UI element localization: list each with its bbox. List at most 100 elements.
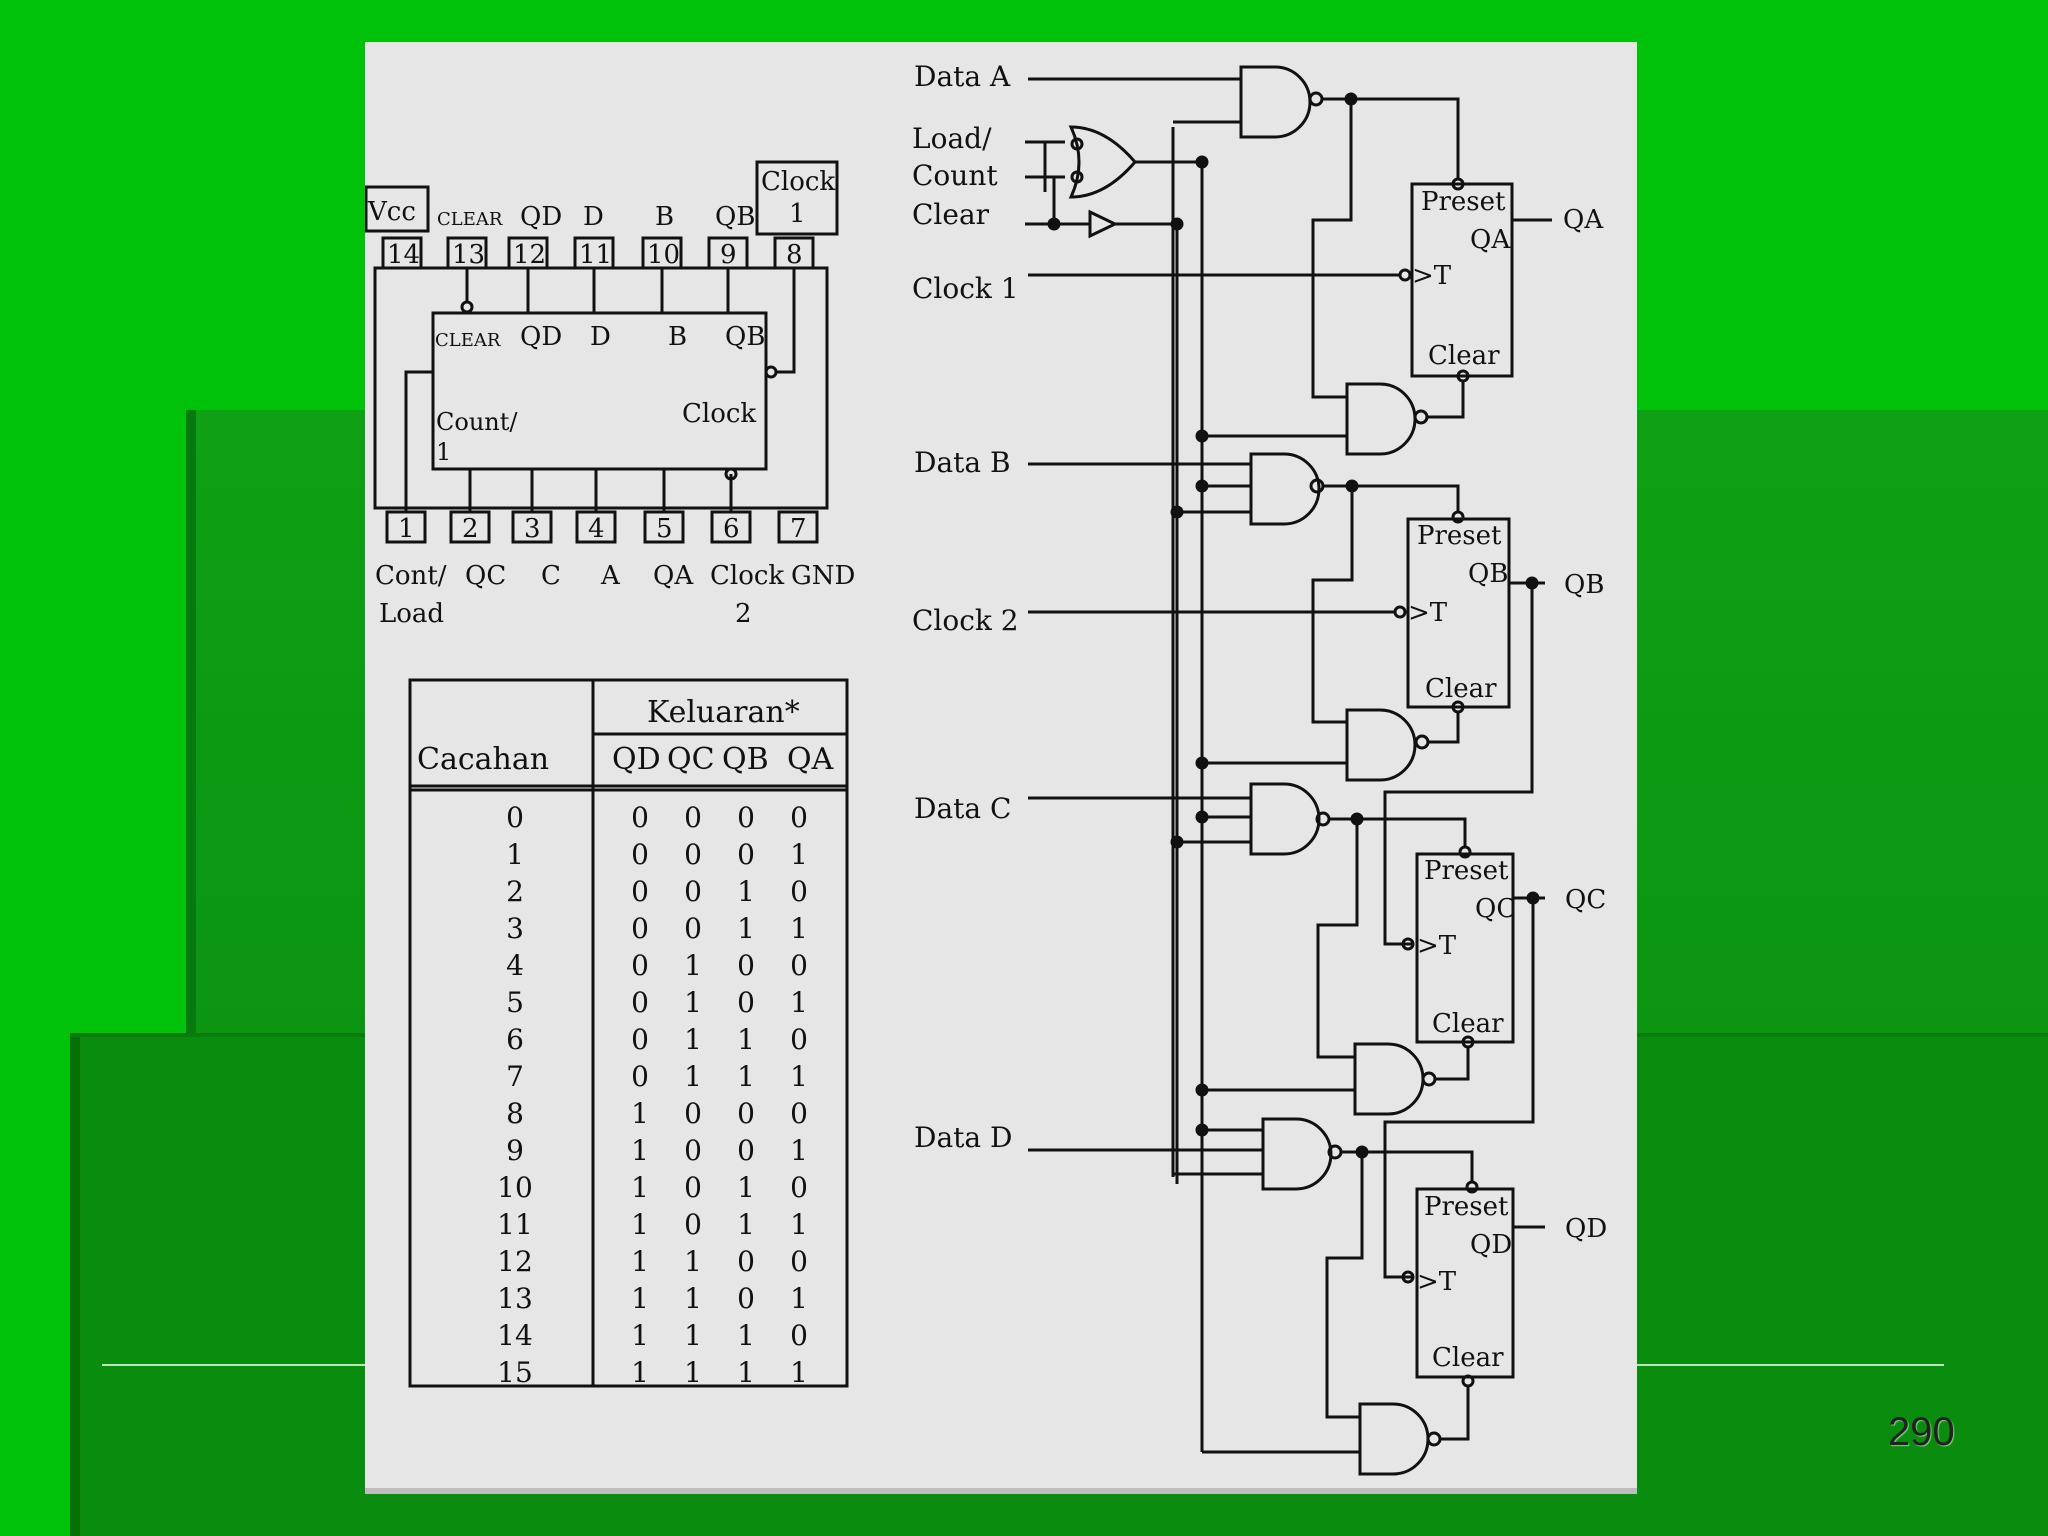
ff-d-q: QD — [1470, 1230, 1512, 1260]
table-cell-output: 1 — [684, 1356, 702, 1389]
table-cell-output: 0 — [737, 1245, 755, 1278]
diagram-svg: Vcc Clock 1 14 13 12 11 10 9 8 1 2 3 4 5… — [365, 60, 1607, 1476]
ff-b-q: QB — [1468, 559, 1508, 589]
table-cell-output: 0 — [684, 875, 702, 908]
table-cell-output: 1 — [737, 1319, 755, 1352]
input-data-c: Data C — [914, 792, 1011, 825]
table-cell-output: 0 — [684, 1097, 702, 1130]
table-cell-output: 0 — [631, 838, 649, 871]
ic-inner-d: D — [590, 322, 611, 352]
table-header-qc: QC — [667, 742, 715, 777]
ic-inner-clear: CLEAR — [435, 330, 501, 351]
diagram-panel: Vcc Clock 1 14 13 12 11 10 9 8 1 2 3 4 5… — [365, 42, 1637, 1488]
input-count: Count — [912, 159, 998, 192]
table-cell-output: 1 — [737, 1356, 755, 1389]
table-cell-output: 0 — [737, 1097, 755, 1130]
ff-a-output: QA — [1563, 205, 1604, 235]
ic-bottom-qc: QC — [465, 561, 506, 591]
table-cell-count: 12 — [497, 1245, 533, 1278]
table-cell-output: 1 — [631, 1208, 649, 1241]
table-header-qb: QB — [722, 742, 769, 777]
input-data-d: Data D — [914, 1121, 1012, 1154]
ic-top-d: D — [583, 202, 604, 232]
table-cell-output: 0 — [684, 1171, 702, 1204]
background-band-edge — [186, 410, 196, 1536]
clear-buffer — [1088, 209, 1119, 239]
table-cell-output: 0 — [631, 1060, 649, 1093]
table-cell-output: 0 — [790, 1171, 808, 1204]
table-cell-output: 1 — [631, 1134, 649, 1167]
ff-c-q: QC — [1475, 894, 1516, 924]
ic-inner-qd: QD — [520, 322, 562, 352]
table-cell-output: 1 — [737, 1060, 755, 1093]
nand-gates — [1239, 65, 1442, 1476]
ff-b-t: >T — [1408, 598, 1448, 628]
table-cell-output: 1 — [631, 1171, 649, 1204]
pin-14: 14 — [387, 240, 420, 270]
ff-c-clear: Clear — [1432, 1009, 1504, 1039]
ic-clock1-label: Clock — [761, 167, 835, 197]
table-cell-output: 1 — [790, 1060, 808, 1093]
ic-top-qd: QD — [520, 202, 562, 232]
table-cell-output: 0 — [790, 1097, 808, 1130]
pin-10: 10 — [647, 240, 680, 270]
pin-6: 6 — [723, 514, 740, 544]
ff-a-preset: Preset — [1421, 187, 1506, 217]
ff-b-clear: Clear — [1425, 674, 1497, 704]
table-header-qd: QD — [612, 742, 661, 777]
table-cell-output: 0 — [790, 801, 808, 834]
table-cell-output: 0 — [631, 949, 649, 982]
pin-13: 13 — [452, 240, 485, 270]
ic-bottom-contload: Cont/ — [375, 561, 447, 591]
count-table-grid — [408, 678, 849, 1388]
ff-d-clear: Clear — [1432, 1343, 1504, 1373]
table-cell-output: 0 — [684, 1208, 702, 1241]
table-cell-count: 6 — [506, 1023, 524, 1056]
table-cell-count: 11 — [497, 1208, 533, 1241]
input-clock2: Clock 2 — [912, 604, 1019, 637]
background-lower-band-edge — [70, 1035, 80, 1536]
ic-inner-count-sub: 1 — [436, 438, 451, 466]
table-cell-count: 1 — [506, 838, 524, 871]
table-cell-output: 1 — [684, 1245, 702, 1278]
table-cell-output: 1 — [684, 986, 702, 1019]
table-cell-output: 0 — [790, 1023, 808, 1056]
ic-clock1-sub: 1 — [789, 199, 806, 229]
ff-a-clear: Clear — [1428, 341, 1500, 371]
table-cell-output: 1 — [790, 912, 808, 945]
vcc-box — [365, 185, 430, 233]
table-cell-output: 1 — [684, 1319, 702, 1352]
table-cell-count: 3 — [506, 912, 524, 945]
table-cell-output: 1 — [737, 1023, 755, 1056]
ic-outline — [373, 266, 829, 510]
ic-vcc-label: Vcc — [367, 197, 416, 227]
input-clear: Clear — [912, 198, 990, 231]
input-clock1: Clock 1 — [912, 272, 1019, 305]
pin-7: 7 — [790, 514, 807, 544]
pin-5: 5 — [656, 514, 673, 544]
ic-inner-block — [431, 311, 768, 471]
table-cell-output: 0 — [631, 801, 649, 834]
ic-bottom-clock2: 2 — [735, 599, 752, 629]
table-cell-output: 0 — [737, 801, 755, 834]
table-cell-output: 0 — [684, 838, 702, 871]
input-data-b: Data B — [914, 446, 1011, 479]
ic-bottom-load: Load — [379, 599, 444, 629]
table-cell-output: 1 — [790, 1134, 808, 1167]
pin-2: 2 — [462, 514, 479, 544]
table-cell-count: 5 — [506, 986, 524, 1019]
or-gate — [1068, 125, 1137, 199]
table-cell-output: 0 — [790, 1245, 808, 1278]
ic-inner-count: Count/ — [436, 408, 518, 436]
ic-bottom-gnd: GND — [791, 561, 855, 591]
table-cell-output: 1 — [684, 1060, 702, 1093]
table-header-qa: QA — [787, 742, 834, 777]
table-cell-count: 15 — [497, 1356, 533, 1389]
table-cell-count: 7 — [506, 1060, 524, 1093]
table-cell-output: 1 — [790, 986, 808, 1019]
table-cell-output: 1 — [737, 912, 755, 945]
table-cell-output: 0 — [737, 949, 755, 982]
input-data-a: Data A — [914, 60, 1011, 93]
pin-12: 12 — [513, 240, 546, 270]
ff-d-t: >T — [1417, 1267, 1457, 1297]
